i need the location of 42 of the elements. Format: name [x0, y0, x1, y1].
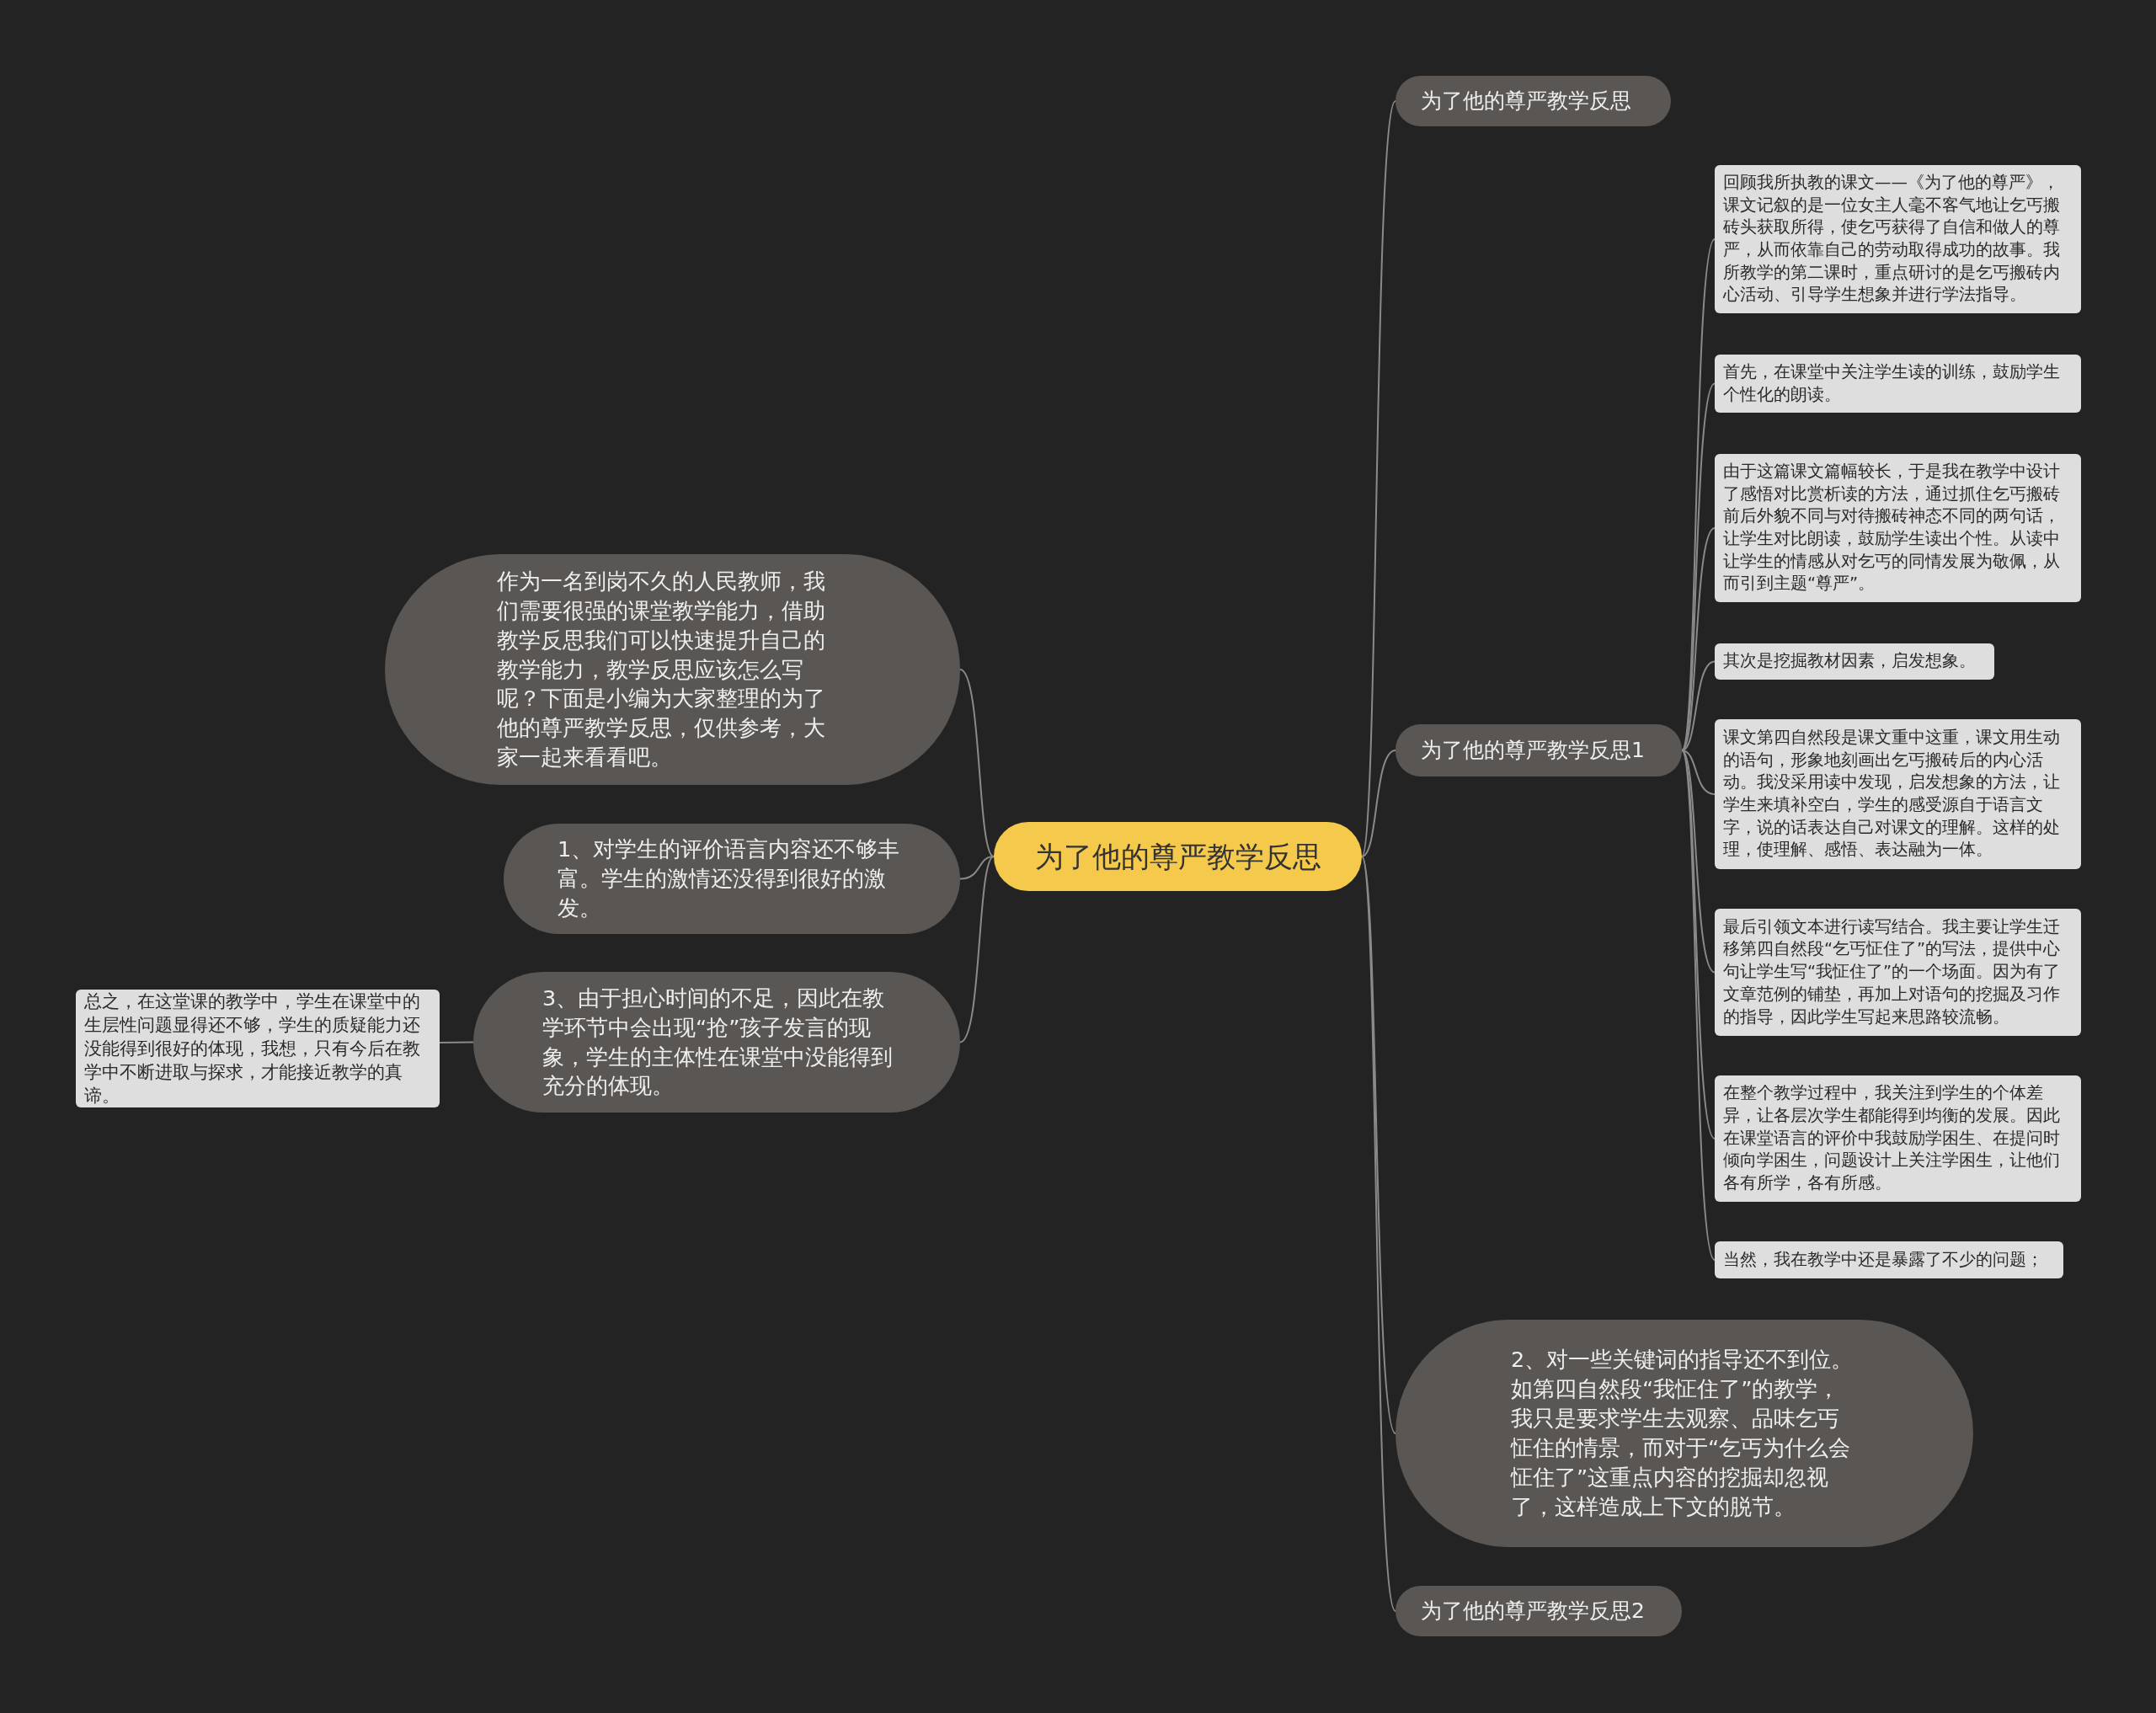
node-text: 由于这篇课文篇幅较长，于是我在教学中设计了感悟对比赏析读的方法，通过抓住乞丐搬砖前后外貌不同与对待搬砖神态不同的两句话，让学生对比朗读，鼓励学生读出个性。从读中让学生的情感从对乞丐的同情发展为敬佩，从而引到主题“尊严”。 — [1723, 460, 2061, 595]
node-text: 2、对一些关键词的指导还不到位。如第四自然段“我怔住了”的教学，我只是要求学生去观察、品味乞丐怔住的情景，而对于“乞丐为什么会怔住了”这重点内容的挖掘却忽视了，这样造成上下文的脱节。 — [1511, 1346, 1854, 1521]
connector-line — [1361, 750, 1396, 857]
connector-line — [1681, 660, 1716, 751]
note-box — [1715, 909, 2081, 1036]
note-box — [1715, 355, 2081, 413]
topic-box — [1396, 724, 1682, 776]
note-box — [1715, 165, 2081, 313]
node-text: 3、由于担心时间的不足，因此在教学环节中会出现“抢”孩子发言的现象，学生的主体性在课堂中没能得到充分的体现。 — [542, 984, 894, 1101]
node-text: 其次是挖掘教材因素，启发想象。 — [1723, 650, 1976, 673]
connector-line — [959, 669, 995, 857]
node-text: 首先，在课堂中关注学生读的训练，鼓励学生个性化的朗读。 — [1723, 360, 2061, 406]
note-box — [1715, 1075, 2081, 1202]
connector-line — [1681, 238, 1716, 751]
node-text: 作为一名到岗不久的人民教师，我们需要很强的课堂教学能力，借助教学反思我们可以快速提升自己的教学能力，教学反思应该怎么写呢？下面是小编为大家整理的为了他的尊严教学反思，仅供参考，大家一起来看看吧。 — [497, 567, 826, 772]
connector-line — [439, 1041, 474, 1043]
node-text: 1、对学生的评价语言内容还不够丰富。学生的激情还没得到很好的激发。 — [558, 835, 901, 922]
node-text: 课文第四自然段是课文重中这重，课文用生动的语句，形象地刻画出乞丐搬砖后的内心活动。我没采用读中发现，启发想象的方法，让学生来填补空白，学生的感受源自于语言文字，说的话表达自己对课文的理解。这样的处理，使理解、感悟、表达融为一体。 — [1723, 726, 2061, 862]
connector-line — [1681, 750, 1716, 1261]
connector-line — [1681, 750, 1716, 974]
node-text: 为了他的尊严教学反思 — [1034, 838, 1321, 875]
note-box — [1715, 454, 2081, 602]
node-text: 总之，在这堂课的教学中，学生在课堂中的生层性问题显得还不够，学生的质疑能力还没能得到很好的体现，我想，只有今后在教学中不断进取与探求，才能接近教学的真谛。 — [84, 990, 421, 1108]
node-text: 当然，我在教学中还是暴露了不少的问题； — [1723, 1248, 2043, 1271]
topic-box — [1396, 1586, 1682, 1636]
node-text: 为了他的尊严教学反思2 — [1421, 1597, 1645, 1625]
node-text: 为了他的尊严教学反思 — [1421, 87, 1631, 115]
connector-line — [1681, 750, 1716, 795]
connector-line — [1681, 750, 1716, 1139]
connector-line — [959, 856, 995, 880]
note-box — [1715, 643, 1994, 680]
node-text: 在整个教学过程中，我关注到学生的个体差异，让各层次学生都能得到均衡的发展。因此在课堂语言的评价中我鼓励学困生、在提问时倾向学困生，问题设计上关注学困生，让他们各有所学，各有所感。 — [1723, 1082, 2061, 1195]
node-text: 回顾我所执教的课文——《为了他的尊严》，课文记叙的是一位女主人毫不客气地让乞丐搬砖头获取所得，使乞丐获得了自信和做人的尊严，从而依靠自己的劳动取得成功的故事。我所教学的第二课时，重点研讨的是乞丐搬砖内心活动、引导学生想象并进行学法指导。 — [1723, 171, 2061, 307]
connector-line — [1361, 856, 1396, 1434]
note-box — [1715, 1241, 2063, 1278]
node-text: 最后引领文本进行读写结合。我主要让学生迁移第四自然段“乞丐怔住了”的写法，提供中心句让学生写“我怔住了”的一个场面。因为有了文章范例的铺垫，再加上对语句的挖掘及习作的指导，因此学生写起来思路较流畅。 — [1723, 915, 2062, 1028]
node-text: 为了他的尊严教学反思1 — [1421, 736, 1645, 764]
note-box — [1715, 719, 2081, 869]
topic-box — [1396, 76, 1671, 126]
connector-line — [1361, 856, 1396, 1612]
connector-line — [1361, 100, 1396, 857]
connector-line — [959, 856, 995, 1043]
